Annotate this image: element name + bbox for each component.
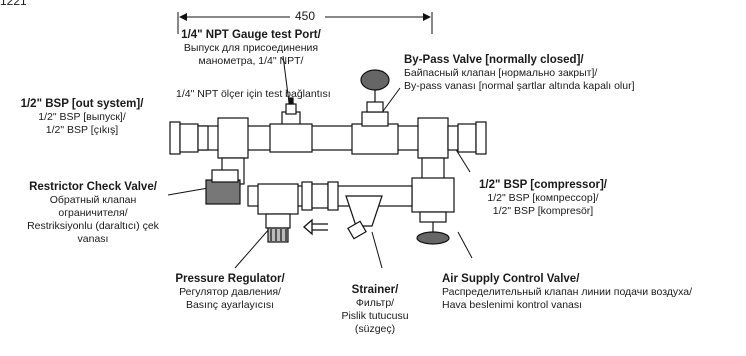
label-air-supply-title: Air Supply Control Valve/ — [442, 273, 580, 285]
label-strainer-line-3: (süzgeç) — [354, 323, 396, 335]
label-strainer-title: Strainer/ — [351, 284, 399, 296]
label-gauge-port: 1/4" NPT Gauge test Port/ Выпуск для при… — [176, 28, 326, 68]
label-restrictor-line-4: vanası — [77, 233, 109, 245]
label-regulator-line-1: Регулятор давления/ — [179, 286, 281, 298]
label-gauge-port-extra: 1/4" NPT ölçer için test bağlantısı — [176, 88, 331, 100]
label-strainer-line-2: Pislik tutucusu — [341, 310, 409, 322]
label-air-supply-line-1: Распределительный клапан линии подачи во… — [442, 286, 693, 298]
label-out-system-title: 1/2" BSP [out system]/ — [20, 98, 144, 110]
label-strainer-line-1: Фильтр/ — [355, 297, 395, 309]
piping — [169, 69, 487, 245]
label-strainer: Strainer/ Фильтр/ Pislik tutucusu (süzge… — [325, 283, 425, 336]
label-regulator-title: Pressure Regulator/ — [175, 273, 285, 285]
label-restrictor-line-2: ограничителя/ — [58, 207, 128, 219]
label-gauge-port-line-2: манометра, 1/4" NPT/ — [198, 55, 304, 67]
label-bypass-valve-title: By-Pass Valve [normally closed]/ — [404, 54, 584, 66]
label-out-system-line-2: 1/2" BSP [çıkış] — [45, 124, 119, 136]
label-regulator: Pressure Regulator/ Регулятор давления/ … — [160, 272, 300, 312]
label-bypass-valve: By-Pass Valve [normally closed]/ Байпасн… — [404, 53, 635, 93]
label-restrictor-line-3: Restriksiyonlu (daraltıcı) çek — [27, 220, 159, 232]
label-gauge-port-line-1: Выпуск для присоединения — [183, 42, 319, 54]
label-out-system-line-1: 1/2" BSP [выпуск]/ — [38, 111, 126, 123]
label-out-system: 1/2" BSP [out system]/ 1/2" BSP [выпуск]… — [2, 97, 162, 137]
label-bypass-valve-line-2: By-pass vanası [normal şartlar altında k… — [404, 80, 635, 92]
label-regulator-line-2: Basınç ayarlayıcısı — [185, 299, 275, 311]
dimension-value: 450 — [295, 9, 316, 23]
label-gauge-port-title: 1/4" NPT Gauge test Port/ — [181, 29, 321, 41]
label-restrictor-line-1: Обратный клапан — [49, 194, 137, 206]
label-compressor-line-2: 1/2" BSP [kompresör] — [492, 205, 594, 217]
label-air-supply: Air Supply Control Valve/ Распределитель… — [442, 272, 692, 312]
label-bypass-valve-line-1: Байпасный клапан [нормально закрыт]/ — [404, 67, 598, 79]
label-restrictor-title: Restrictor Check Valve/ — [29, 181, 157, 193]
label-restrictor: Restrictor Check Valve/ Обратный клапан … — [18, 180, 168, 246]
label-air-supply-line-2: Hava beslenimi kontrol vanası — [442, 299, 583, 311]
label-compressor: 1/2" BSP [compressor]/ 1/2" BSP [компрес… — [468, 178, 618, 218]
label-compressor-title: 1/2" BSP [compressor]/ — [479, 179, 607, 191]
label-compressor-line-1: 1/2" BSP [компрессор]/ — [487, 192, 599, 204]
flow-direction-arrow — [303, 218, 328, 236]
figure-code: 1221 — [0, 0, 27, 8]
dimension-line — [177, 12, 433, 34]
